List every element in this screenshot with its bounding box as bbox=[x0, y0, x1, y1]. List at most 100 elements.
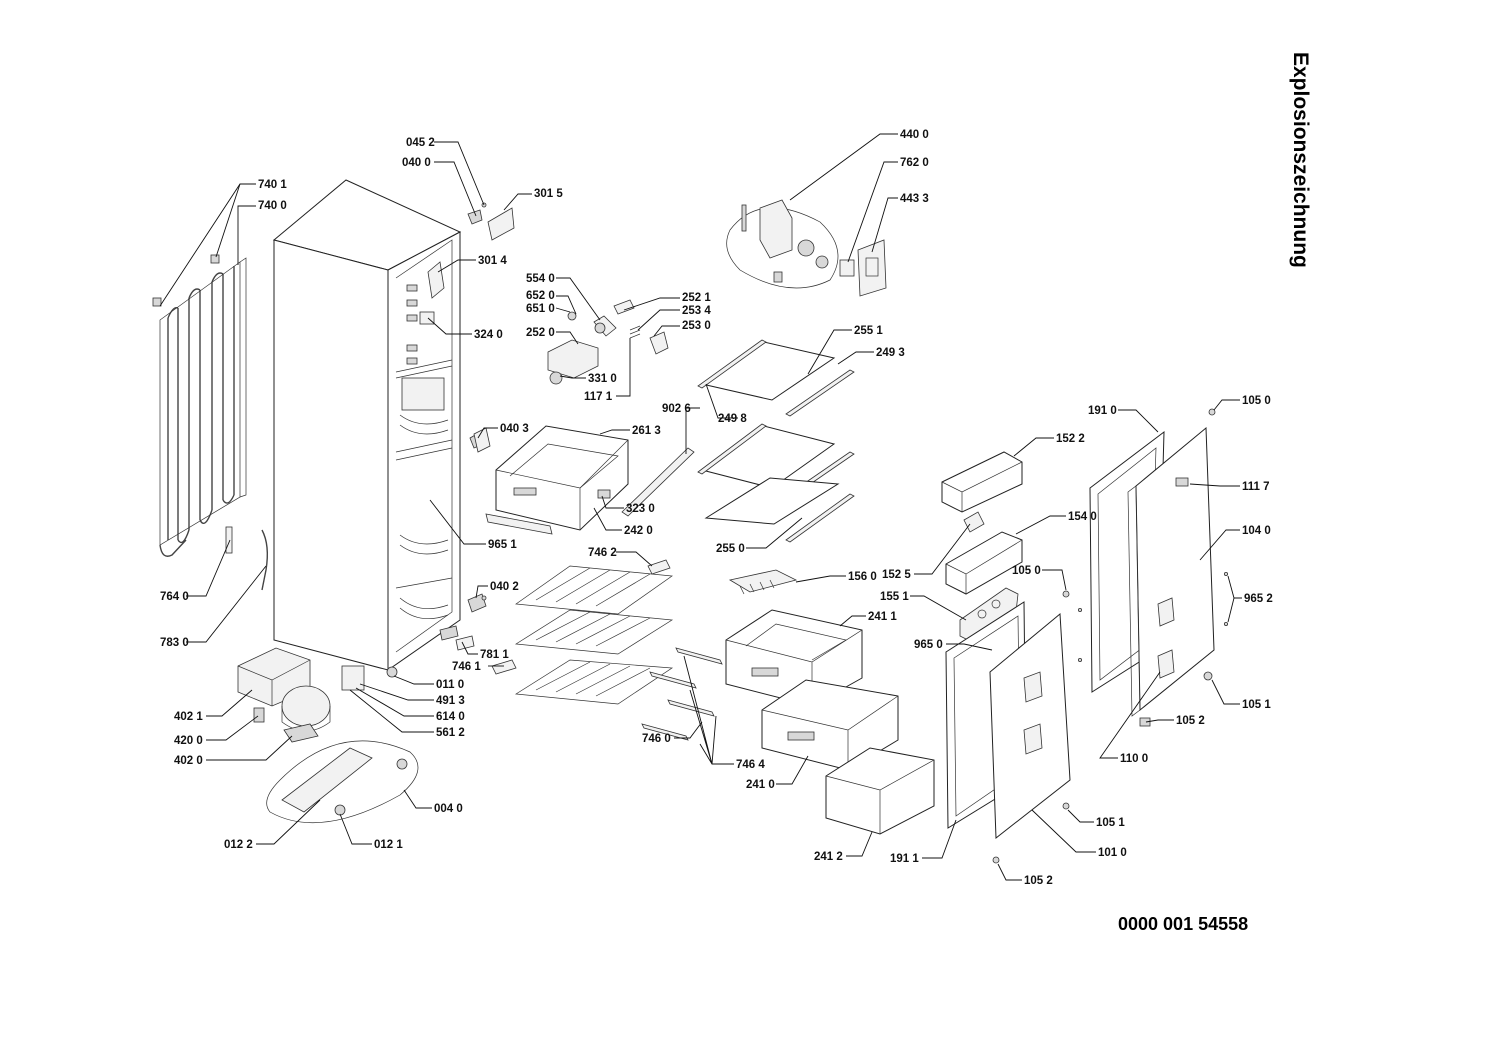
leader-lines bbox=[159, 133, 1242, 881]
door-hinge-bracket bbox=[1139, 717, 1151, 727]
part-label: 117 1 bbox=[584, 391, 613, 403]
part-label: 781 1 bbox=[480, 649, 509, 661]
fan-assembly-group bbox=[726, 199, 839, 289]
shelf-holder bbox=[491, 559, 671, 675]
door-shelf bbox=[945, 531, 1023, 595]
drawer-front-strip bbox=[485, 513, 553, 535]
part-label: 191 1 bbox=[890, 853, 919, 865]
door-shelf-upper bbox=[941, 451, 1023, 513]
part-label: 554 0 bbox=[526, 273, 555, 285]
upper-door bbox=[1127, 426, 1215, 717]
door-hinge-pin bbox=[1062, 590, 1070, 810]
part-label: 420 0 bbox=[174, 735, 203, 747]
part-label: 152 2 bbox=[1056, 433, 1085, 445]
part-label: 242 0 bbox=[624, 525, 653, 537]
control-panel bbox=[547, 339, 599, 385]
glass-shelf bbox=[697, 423, 855, 543]
part-label: 255 1 bbox=[854, 325, 883, 337]
cabinet-body bbox=[272, 179, 462, 671]
part-label: 040 0 bbox=[402, 157, 431, 169]
seal-strip bbox=[621, 447, 695, 517]
part-label: 746 2 bbox=[588, 547, 617, 559]
lamp-cover bbox=[613, 299, 669, 355]
part-label: 004 0 bbox=[434, 803, 463, 815]
part-label: 111 7 bbox=[1242, 481, 1270, 493]
part-label: 105 0 bbox=[1012, 565, 1041, 577]
compressor bbox=[281, 685, 331, 732]
part-label: 255 0 bbox=[716, 543, 745, 555]
part-label: 902 6 bbox=[662, 403, 691, 415]
part-label: 105 2 bbox=[1024, 875, 1053, 887]
part-label: 253 4 bbox=[682, 305, 711, 317]
part-label: 762 0 bbox=[900, 157, 929, 169]
part-label: 105 1 bbox=[1096, 817, 1125, 829]
part-label: 252 1 bbox=[682, 292, 711, 304]
part-label: 249 3 bbox=[876, 347, 905, 359]
compressor-bracket bbox=[341, 665, 365, 691]
part-label: 740 1 bbox=[258, 179, 287, 191]
cabinet-hinge-top bbox=[467, 202, 487, 225]
freezer-drawer bbox=[495, 425, 629, 531]
door-stop bbox=[1208, 408, 1216, 416]
part-label: 012 1 bbox=[374, 839, 403, 851]
part-label: 156 0 bbox=[848, 571, 877, 583]
relay bbox=[253, 707, 265, 723]
bar-strips bbox=[641, 647, 723, 741]
part-label: 746 1 bbox=[452, 661, 481, 673]
part-label: 746 0 bbox=[642, 733, 671, 745]
part-label: 105 0 bbox=[1242, 395, 1271, 407]
fan-grille bbox=[857, 239, 887, 297]
part-label: 331 0 bbox=[588, 373, 617, 385]
base-plate bbox=[266, 740, 419, 824]
crisper-drawer bbox=[725, 609, 863, 707]
part-label: 443 3 bbox=[900, 193, 929, 205]
thermostat bbox=[567, 311, 617, 337]
crisper-drawer-bottom bbox=[825, 747, 935, 835]
part-label: 241 1 bbox=[868, 611, 897, 623]
document-number: 0000 001 54558 bbox=[1118, 914, 1248, 934]
clip bbox=[481, 595, 487, 601]
part-label: 323 0 bbox=[626, 503, 655, 515]
part-label: 764 0 bbox=[160, 591, 189, 603]
part-label: 101 0 bbox=[1098, 847, 1127, 859]
part-label: 252 0 bbox=[526, 327, 555, 339]
connection-tube bbox=[261, 529, 269, 591]
part-label: 105 1 bbox=[1242, 699, 1271, 711]
drawer-label bbox=[597, 489, 611, 499]
part-label: 402 0 bbox=[174, 755, 203, 767]
part-label: 301 5 bbox=[534, 188, 563, 200]
part-label: 191 0 bbox=[1088, 405, 1117, 417]
part-label: 104 0 bbox=[1242, 525, 1271, 537]
evaporator-cover bbox=[473, 427, 491, 453]
bottom-hinge bbox=[439, 593, 487, 641]
hinge-cover bbox=[455, 635, 475, 651]
part-label: 261 3 bbox=[632, 425, 661, 437]
part-label: 746 4 bbox=[736, 759, 765, 771]
shelf-trim-rear bbox=[697, 339, 855, 417]
freezer-grid-shelf bbox=[514, 565, 674, 705]
condenser-coil bbox=[159, 257, 247, 557]
bottle-holder bbox=[963, 511, 985, 533]
door-bushing bbox=[992, 671, 1213, 864]
filter-drier bbox=[225, 526, 233, 554]
part-label: 249 8 bbox=[718, 413, 747, 425]
part-label: 154 0 bbox=[1068, 511, 1097, 523]
part-label: 740 0 bbox=[258, 200, 287, 212]
part-label: 301 4 bbox=[478, 255, 507, 267]
part-label: 965 2 bbox=[1244, 593, 1273, 605]
part-label: 651 0 bbox=[526, 303, 555, 315]
part-label: 241 2 bbox=[814, 851, 843, 863]
part-label: 253 0 bbox=[682, 320, 711, 332]
part-label: 012 2 bbox=[224, 839, 253, 851]
part-label: 652 0 bbox=[526, 290, 555, 302]
cover-plate bbox=[487, 207, 515, 241]
cover-clip bbox=[1078, 572, 1229, 663]
part-label: 561 2 bbox=[436, 727, 465, 739]
part-label: 491 3 bbox=[436, 695, 465, 707]
part-label: 783 0 bbox=[160, 637, 189, 649]
part-label: 045 2 bbox=[406, 137, 435, 149]
crisper-drawer-middle bbox=[761, 679, 899, 771]
part-label: 402 1 bbox=[174, 711, 203, 723]
lower-door bbox=[989, 612, 1071, 839]
